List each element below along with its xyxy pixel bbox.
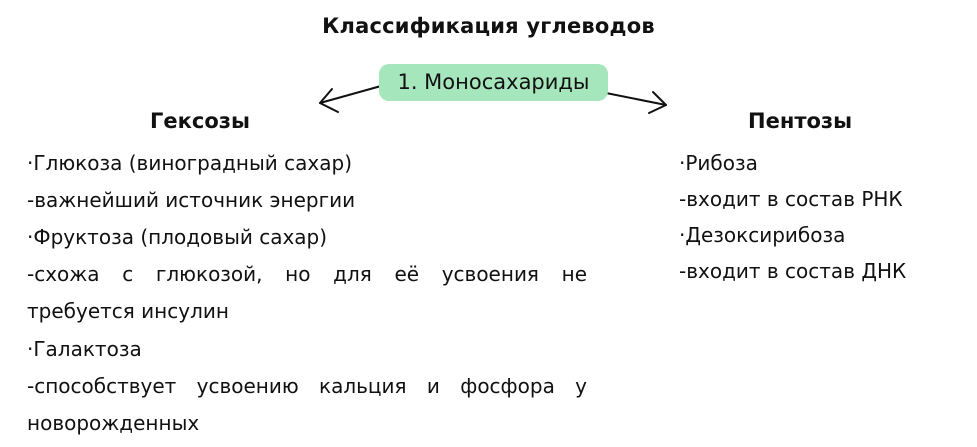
list-item: ·Фруктоза (плодовый сахар)	[27, 225, 328, 249]
diagram-title: Классификация углеводов	[322, 14, 655, 38]
list-item: -входит в состав ДНК	[679, 259, 907, 283]
list-item: -способствует усвоению кальция и фосфора…	[27, 374, 587, 435]
list-item: -важнейший источник энергии	[27, 188, 356, 212]
hexoses-list: ·Глюкоза (виноградный сахар) -важнейший …	[27, 149, 587, 447]
arrow-to-pentoses	[605, 91, 667, 114]
pentoses-list: ·Рибоза -входит в состав РНК ·Дезоксириб…	[679, 149, 969, 293]
pentoses-heading: Пентозы	[748, 109, 853, 133]
list-item: ·Рибоза	[679, 151, 758, 175]
list-item: ·Глюкоза (виноградный сахар)	[27, 151, 352, 175]
list-item: -схожа с глюкозой, но для её усвоения не…	[27, 262, 587, 323]
list-item: -входит в состав РНК	[679, 187, 903, 211]
list-item: ·Галактоза	[27, 337, 142, 361]
arrow-to-hexoses	[319, 85, 382, 113]
monosaccharides-node: 1. Моносахариды	[379, 64, 608, 101]
list-item: ·Дезоксирибоза	[679, 223, 846, 247]
hexoses-heading: Гексозы	[150, 109, 250, 133]
